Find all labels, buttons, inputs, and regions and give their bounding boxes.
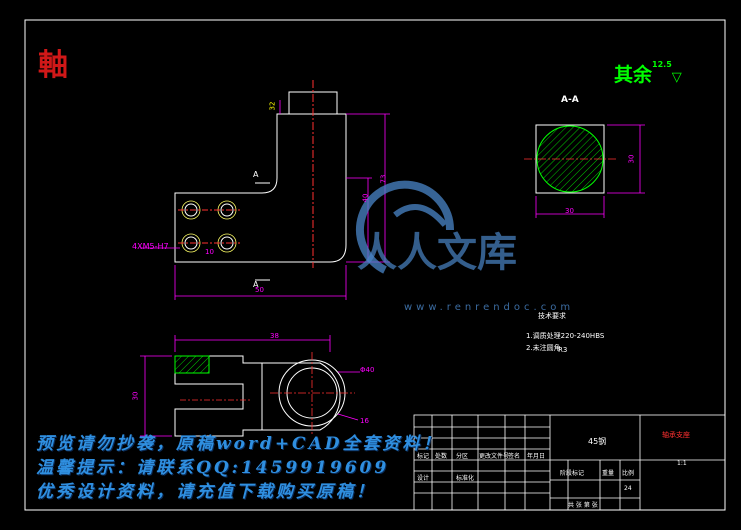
roughness-note-text: 其余 <box>614 64 653 86</box>
top-outline <box>174 355 341 437</box>
cut-label-top: A <box>253 170 259 179</box>
dim-section-width: 30 <box>565 207 574 215</box>
row-label-4: 更改文件号 <box>479 453 510 460</box>
front-view <box>174 80 347 281</box>
title-block <box>413 414 726 511</box>
row-label-5: 签名 <box>508 453 521 460</box>
row-label-3: 分区 <box>456 453 469 460</box>
dim-bottom-width: 38 <box>270 332 279 340</box>
dim-inner: 10 <box>205 248 214 256</box>
roughness-note: 其余12.5▽ <box>614 60 682 87</box>
small-dim-note: 16 <box>360 417 369 425</box>
row-label-6: 年月日 <box>527 453 546 460</box>
approval-5: 比例 <box>622 470 635 477</box>
dim-section-height: 30 <box>627 154 636 164</box>
top-hatch <box>174 355 210 374</box>
top-view <box>140 335 360 437</box>
hole <box>184 203 198 217</box>
dim-top-angle: 32 <box>268 101 277 111</box>
logo-url-text: www.renrendoc.com <box>404 302 575 313</box>
approval-4: 重量 <box>602 470 615 477</box>
column-body <box>174 113 347 263</box>
renren-logo <box>356 180 455 274</box>
drawing-frame <box>24 19 726 511</box>
row-label-1: 标记 <box>417 453 430 460</box>
dim-bottom-height: 30 <box>131 391 140 401</box>
title-character: 軸 <box>38 48 68 83</box>
tech-requirement-radius: R3 <box>558 346 568 354</box>
dim-height-mid: 40 <box>361 193 370 203</box>
hole-note: 4XM5-H7 <box>132 242 169 251</box>
logo-arc <box>356 180 455 274</box>
part-name-cell: 轴承支座 <box>662 431 690 439</box>
approval-1: 设计 <box>417 475 430 482</box>
hole <box>220 203 234 217</box>
watermark-line-2: 温馨提示：请联系QQ:1459919609 <box>36 458 390 478</box>
dim-height-total: 73 <box>379 174 388 184</box>
approval-3: 阶段标记 <box>560 470 585 477</box>
sheet-info-cell: 共 张 第 张 <box>568 502 598 509</box>
dim-width-base: 50 <box>255 286 264 294</box>
front-dimensions <box>140 100 390 300</box>
hole <box>220 236 234 250</box>
section-view <box>524 124 645 218</box>
roughness-symbol-icon: ▽ <box>671 70 682 85</box>
approval-2: 标准化 <box>456 475 475 482</box>
roughness-value: 12.5 <box>652 60 672 69</box>
row-label-2: 处数 <box>435 453 448 460</box>
cut-label-bottom: A <box>253 280 259 289</box>
tech-requirement-2: 2.未注圆角 <box>526 344 561 352</box>
tech-requirement-1: 1.调质处理220-240HBS <box>526 332 605 340</box>
sheet-num-cell: 24 <box>624 485 632 492</box>
material-cell: 45钢 <box>588 437 607 446</box>
watermark-line-3: 优秀设计资料，请充值下载购买原稿！ <box>36 482 376 502</box>
hole <box>184 236 198 250</box>
diameter-note: Φ40 <box>360 366 375 374</box>
section-label: A-A <box>561 95 579 105</box>
watermark-line-1: 预览请勿抄袭，原稿word+CAD全套资料！ <box>36 434 443 454</box>
logo-brand-text: 人人文库 <box>357 229 517 276</box>
scale-cell: 1:1 <box>677 460 687 467</box>
tech-requirements-title: 技术要求 <box>538 312 566 320</box>
